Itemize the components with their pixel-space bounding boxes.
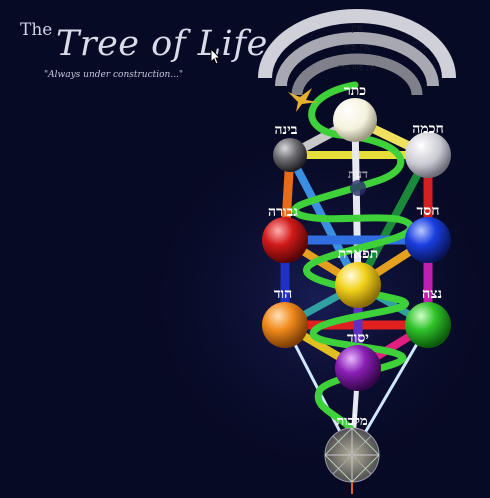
serpent [291, 81, 415, 439]
sephira-gevurah [262, 217, 308, 263]
ein-arcs: אין אין סוף אין סוף אור [258, 9, 456, 96]
label-yesod: יסוד [347, 330, 369, 346]
subtitle: "Always under construction..." [44, 70, 184, 80]
arc-outer-label: אין [351, 23, 363, 34]
title-block: The Tree of Life "Always under construct… [20, 14, 267, 94]
label-daat: דעת [348, 167, 368, 181]
sephira-hod [262, 302, 308, 348]
label-tiferet: תפארת [338, 246, 379, 262]
sephira-malkhut [324, 427, 380, 494]
label-chesed: חסד [417, 203, 440, 219]
label-gevurah: גבורה [268, 204, 298, 220]
arc-inner [291, 53, 423, 96]
label-chokhmah: חכמה [412, 121, 443, 137]
arc-outer [258, 9, 456, 79]
arc-middle [275, 32, 439, 87]
sephira-daat [350, 180, 366, 196]
sephira-netzach [405, 302, 451, 348]
sephira-binah [273, 138, 307, 172]
label-keter: כתר [344, 83, 366, 99]
sephira-chesed [405, 217, 451, 263]
sephira-chokhmah [405, 132, 451, 178]
sephira-keter [333, 98, 377, 142]
label-malkhut: מלכות [336, 414, 368, 429]
title-prefix: The [20, 20, 53, 40]
sephira-yesod [335, 345, 381, 391]
label-netzach: נצח [422, 286, 442, 302]
bird-icon [288, 88, 318, 112]
sephira-tiferet [335, 262, 381, 308]
page-title: Tree of Life [56, 24, 268, 64]
label-binah: בינה [274, 122, 297, 138]
mouse-cursor-icon [210, 48, 222, 65]
arc-inner-label: אין סוף אור [339, 62, 376, 73]
label-hod: הוד [274, 286, 292, 302]
arc-middle-label: אין סוף [344, 43, 370, 53]
path-middle-pillar-upper [351, 116, 362, 289]
